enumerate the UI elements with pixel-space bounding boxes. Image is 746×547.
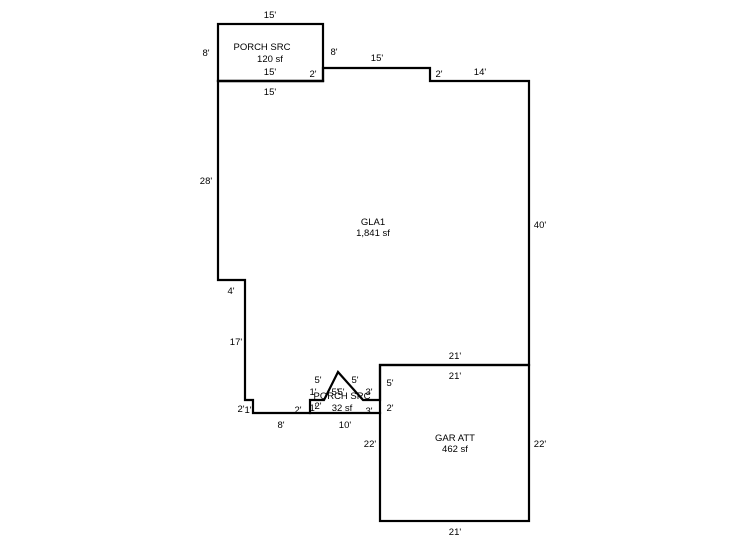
dim-porch-top-right: 8' [330,47,337,58]
dim-porch-top-bottom: 15' [264,67,277,78]
dim-porch-three-bottom: 3' [365,406,372,417]
dim-gla-right: 40' [534,220,547,231]
garage-size: 462 sf [442,444,468,455]
dim-gla-top-right: 14' [474,67,487,78]
dim-garage-top-inner: 21' [449,371,462,382]
dim-gla-left-lower: 17' [230,337,243,348]
porch-bottom-name: PORCH SRC [313,391,370,402]
dim-gla-step: 2' [435,69,442,80]
dim-gla-bottom-two: 2' [294,405,301,416]
dim-porch-one: 1' [309,387,316,398]
dim-garage-side-two: 2' [386,403,393,414]
dim-porch-top-left: 8' [202,48,209,59]
gla-outline [216,66,531,415]
dim-porch-right-five: 5' [351,375,358,386]
dim-porch-top-top: 15' [264,10,277,21]
dim-garage-side-five: 5' [386,378,393,389]
porch-top-name: PORCH SRC [233,42,290,53]
dim-gla-top-left: 15' [264,87,277,98]
dim-porch-tiny-one: 1' [309,403,316,414]
dim-porch-three-top: 3' [365,387,372,398]
dim-gla-bottom-mid: 10' [339,420,352,431]
dim-porch-inner-five: 5' [331,387,338,398]
dim-gla-left: 28' [200,176,213,187]
dim-gla-top-mid: 15' [371,53,384,64]
dim-gla-bottom-left: 8' [277,420,284,431]
dim-porch-left-five: 5' [314,375,321,386]
dim-porch-tiny-two: 2' [314,401,321,412]
dim-gla-small-one: 1' [244,405,251,416]
garage-outline [378,363,531,523]
dim-gla-small-step: 2' [237,404,244,415]
dim-gla-jog: 4' [227,286,234,297]
gla-name: GLA1 [361,217,385,228]
dim-porch-top-step: 2' [309,69,316,80]
dim-garage-left: 22' [364,439,377,450]
porch-bottom-size: 32 sf [332,403,353,414]
dim-garage-top-outer: 21' [449,351,462,362]
dim-porch-inner-fivefive: 5' [337,387,344,398]
gla-size: 1,841 sf [356,228,390,239]
dim-garage-right: 22' [534,439,547,450]
dim-garage-bottom: 21' [449,527,462,538]
garage-name: GAR ATT [435,433,475,444]
porch-top-size: 120 sf [257,54,283,65]
